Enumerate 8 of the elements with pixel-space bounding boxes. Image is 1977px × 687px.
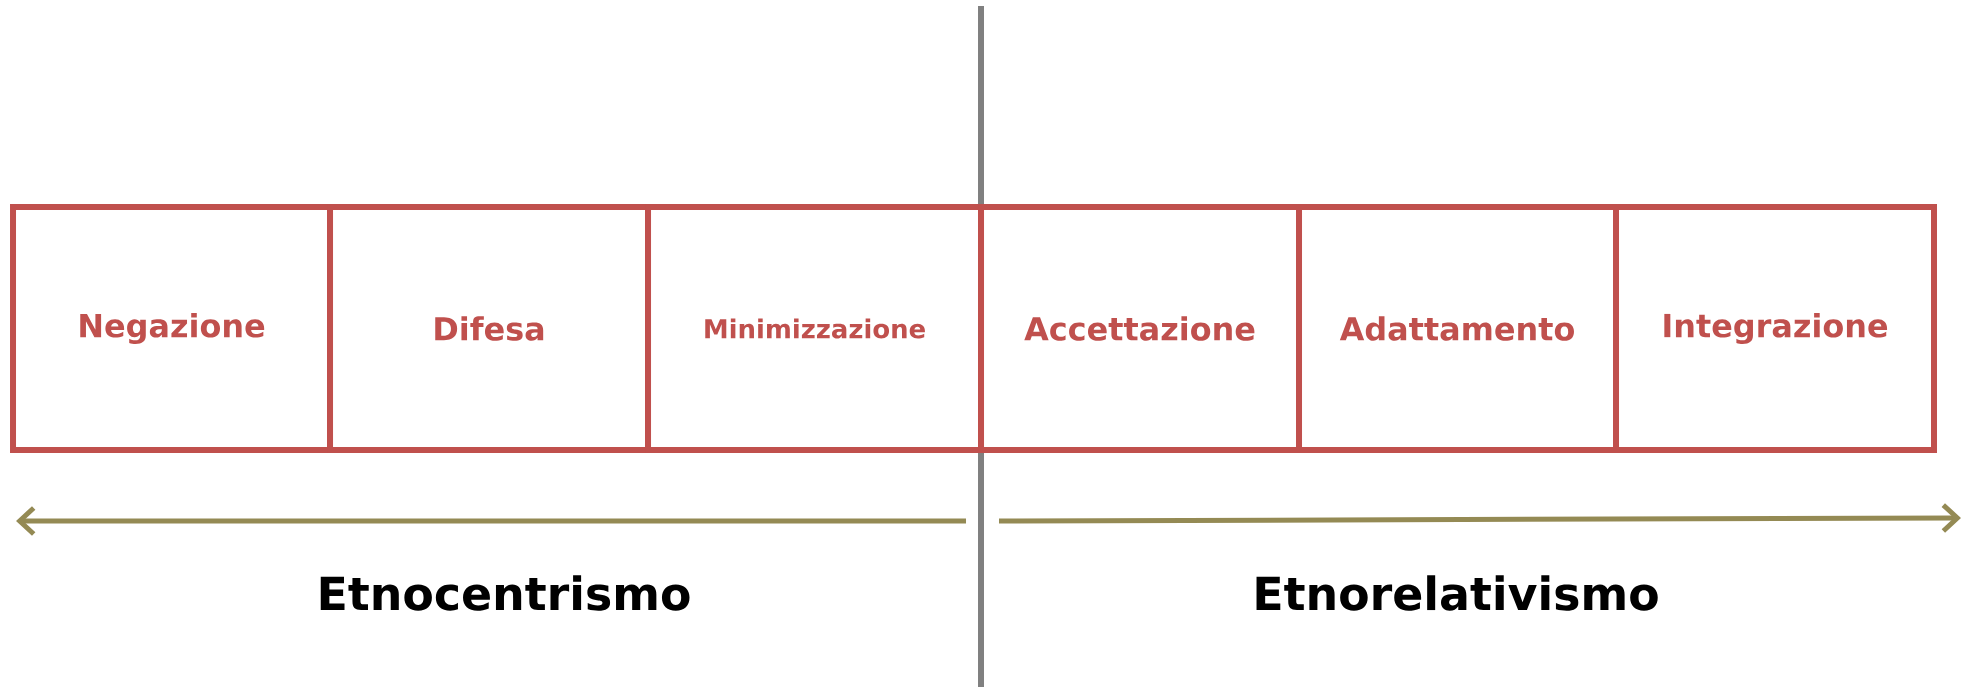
axis-label: Etnocentrismo: [320, 575, 690, 611]
stage-box: Difesa: [327, 204, 651, 453]
stage-box: Minimizzazione: [645, 204, 984, 453]
stage-box: Adattamento: [1296, 204, 1619, 453]
stage-box: Accettazione: [978, 204, 1302, 453]
stage-box: Negazione: [10, 204, 333, 453]
stage-box: Integrazione: [1613, 204, 1937, 453]
axis-label: Etnorelativismo: [1256, 575, 1658, 611]
